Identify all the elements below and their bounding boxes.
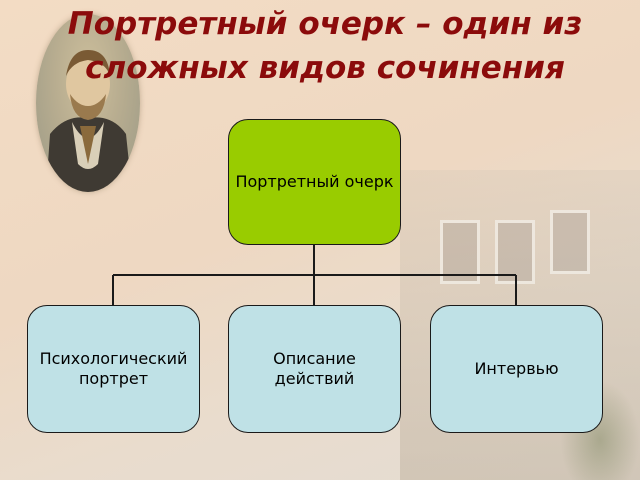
child-node-label: Психологический портрет (39, 349, 188, 388)
child-node-label: Описание действий (273, 349, 356, 388)
child-node-interview: Интервью (430, 305, 603, 433)
root-node-label: Портретный очерк (235, 172, 394, 191)
portrait-image (36, 14, 140, 192)
child-node-label: Интервью (474, 359, 559, 378)
background-window (550, 210, 590, 274)
child-node-actions-description: Описание действий (228, 305, 401, 433)
background-window (440, 220, 480, 284)
portrait-figure (46, 50, 132, 192)
child-node-psychological-portrait: Психологический портрет (27, 305, 200, 433)
root-node-portrait-essay: Портретный очерк (228, 119, 401, 245)
slide-title: Портретный очерк – один из сложных видов… (67, 6, 583, 86)
